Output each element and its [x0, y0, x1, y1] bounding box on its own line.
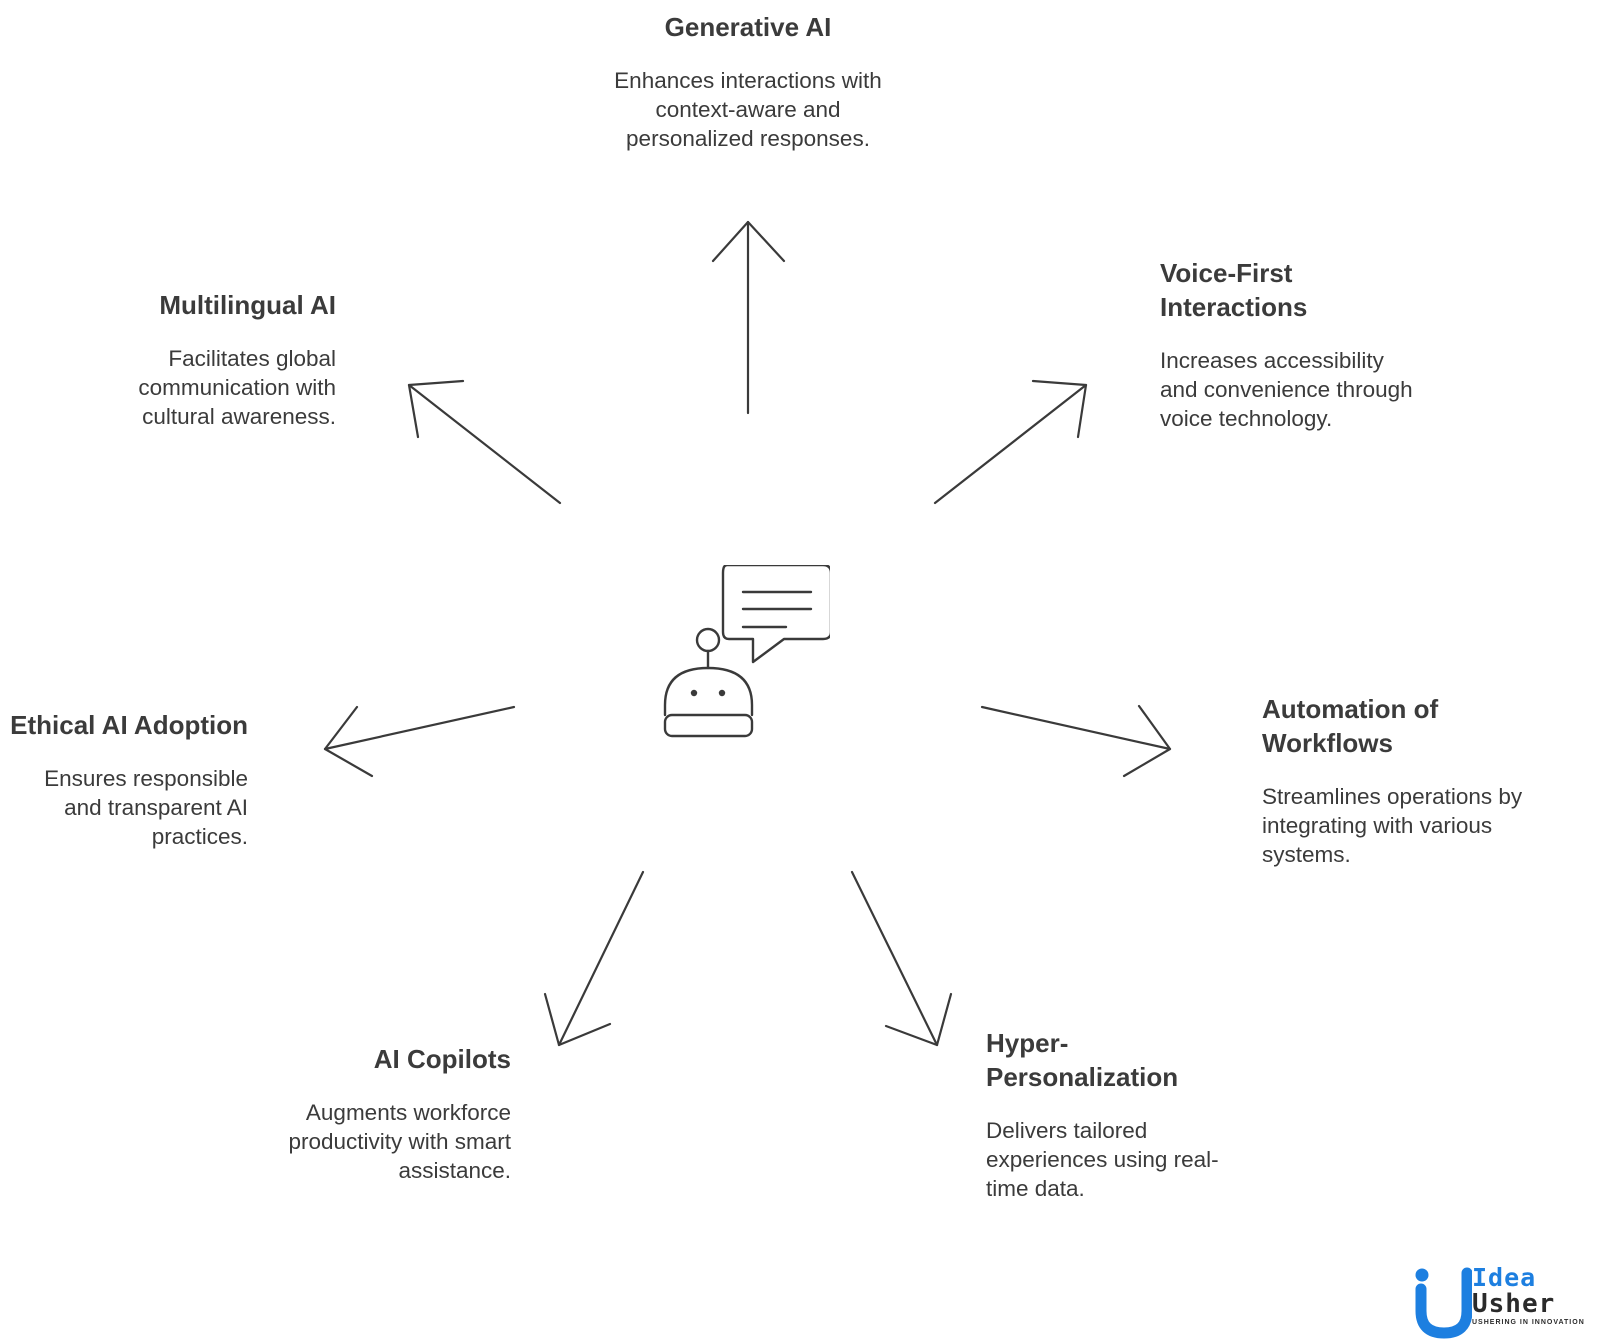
node-description: Augments workforce productivity with sma…: [288, 1100, 511, 1183]
node-ethical-ai: Ethical AI Adoption Ensures responsible …: [4, 708, 248, 851]
node-hyper-personalization: Hyper-Personalization Delivers tailored …: [986, 1026, 1246, 1203]
node-multilingual-ai: Multilingual AI Facilitates global commu…: [100, 288, 336, 431]
chatbot-robot-icon: [663, 565, 830, 738]
arrow-automation: [980, 704, 1172, 778]
logo-tagline: USHERING IN INNOVATION: [1472, 1319, 1585, 1326]
node-description: Increases accessibility and convenience …: [1160, 348, 1413, 431]
node-title: Voice-First Interactions: [1160, 258, 1308, 322]
node-title: Ethical AI Adoption: [10, 710, 248, 740]
node-description: Streamlines operations by integrating wi…: [1262, 784, 1523, 867]
node-description: Delivers tailored experiences using real…: [986, 1118, 1219, 1201]
arrow-ethical-ai: [323, 705, 516, 778]
arrow-ai-copilots: [543, 870, 645, 1047]
arrow-generative-ai: [711, 220, 786, 415]
speech-bubble-icon: [721, 565, 830, 664]
idea-usher-logo: Idea Usher USHERING IN INNOVATION: [1412, 1265, 1596, 1339]
node-description: Ensures responsible and transparent AI p…: [44, 766, 248, 849]
arrow-voice-first: [933, 379, 1088, 505]
node-ai-copilots: AI Copilots Augments workforce productiv…: [256, 1042, 511, 1185]
logo-u-mark-icon: [1415, 1267, 1473, 1339]
node-title: Generative AI: [664, 12, 832, 42]
node-title: Multilingual AI: [159, 290, 336, 320]
node-description: Enhances interactions with context-aware…: [614, 68, 882, 151]
node-title: Hyper-Personalization: [986, 1028, 1179, 1092]
logo-line2: Usher: [1472, 1289, 1556, 1319]
node-title: Automation of Workflows: [1262, 694, 1439, 758]
node-automation: Automation of Workflows Streamlines oper…: [1262, 692, 1532, 869]
arrow-multilingual-ai: [407, 379, 562, 505]
logo-line1: Idea: [1472, 1263, 1537, 1292]
node-voice-first: Voice-First Interactions Increases acces…: [1160, 256, 1420, 433]
node-description: Facilitates global communication with cu…: [138, 346, 336, 429]
node-generative-ai: Generative AI Enhances interactions with…: [614, 10, 882, 153]
node-title: AI Copilots: [373, 1044, 511, 1074]
arrow-hyper-personalization: [850, 870, 953, 1047]
